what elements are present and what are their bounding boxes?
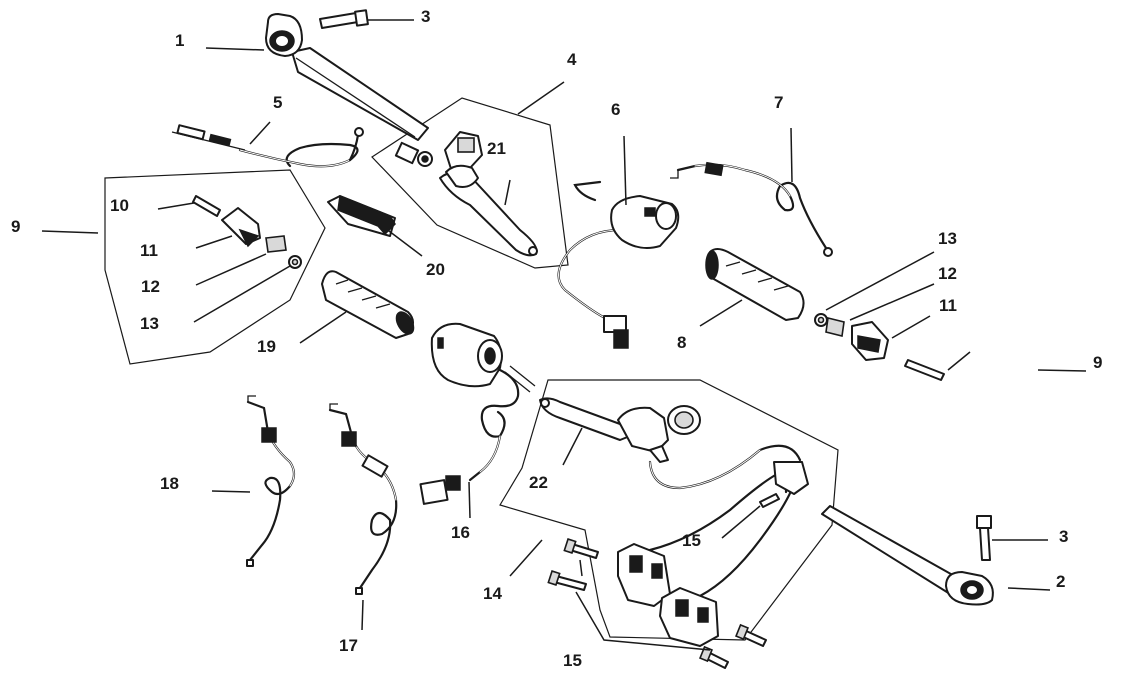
group-outline-14 (499, 379, 839, 641)
part-11-bar-end-left (221, 207, 261, 248)
callout-6: 6 (611, 100, 620, 119)
callout-12-right: 12 (938, 264, 957, 283)
callout-22: 22 (529, 473, 548, 492)
part-12-spacer-right (825, 317, 845, 337)
part-12-spacer-left (265, 235, 287, 253)
callout-7: 7 (774, 93, 783, 112)
part-8-right-grip (705, 248, 805, 321)
callout-20: 20 (426, 260, 445, 279)
callout-5: 5 (273, 93, 282, 112)
part-21-lever-bracket (445, 164, 479, 188)
part-10-bolt-right (904, 359, 945, 381)
part-2-right-handlebar (821, 505, 994, 606)
part-7-cable (670, 161, 833, 257)
callout-10: 10 (110, 196, 129, 215)
part-5-throttle-cable (171, 124, 364, 168)
callout-1: 1 (175, 31, 184, 50)
callout-15-right: 15 (682, 531, 701, 550)
part-3-bolt-top (319, 9, 369, 29)
callout-9-left: 9 (11, 217, 20, 236)
part-3-bolt-right (976, 515, 992, 561)
part-13-washer-right (814, 313, 828, 327)
callout-15-bottom: 15 (563, 651, 582, 670)
part-22-brake-lever (539, 397, 802, 490)
callout-11-right: 11 (939, 296, 957, 315)
callout-9-right: 9 (1093, 353, 1102, 372)
part-13-washer-left (288, 255, 302, 269)
callout-16: 16 (451, 523, 470, 542)
group-outline-9-left (104, 169, 326, 365)
part-20-switch-cover (327, 194, 396, 237)
part-1-left-handlebar (265, 13, 429, 141)
part-11-bar-end-right (851, 321, 889, 361)
part-4-lever-assembly (394, 131, 538, 257)
callout-21: 21 (487, 139, 506, 158)
callout-13-left: 13 (140, 314, 159, 333)
callout-11-left: 11 (140, 241, 158, 260)
callout-2: 2 (1056, 572, 1065, 591)
leader-lines (41, 19, 1087, 651)
part-17-cable (328, 403, 398, 595)
callout-4: 4 (567, 50, 577, 69)
callout-13-right: 13 (938, 229, 957, 248)
callout-14: 14 (483, 584, 502, 603)
callout-3-right: 3 (1059, 527, 1068, 546)
callout-18: 18 (160, 474, 179, 493)
part-18-cable (246, 395, 296, 567)
part-14-brake-calipers (617, 461, 809, 647)
callout-3-top: 3 (421, 7, 430, 26)
part-19-left-grip (321, 270, 415, 339)
callout-labels: 1 2 3 3 4 5 6 7 8 9 9 10 11 11 12 12 13 … (11, 7, 1102, 670)
group-outline-4 (371, 97, 569, 269)
part-10-bolt-left (192, 195, 221, 217)
callout-12-left: 12 (141, 277, 160, 296)
part-6-left-switch (557, 180, 680, 349)
callout-17: 17 (339, 636, 358, 655)
callout-8: 8 (677, 333, 686, 352)
callout-19: 19 (257, 337, 276, 356)
part-16-throttle-housing (419, 322, 536, 505)
part-15-bolts (547, 493, 780, 669)
